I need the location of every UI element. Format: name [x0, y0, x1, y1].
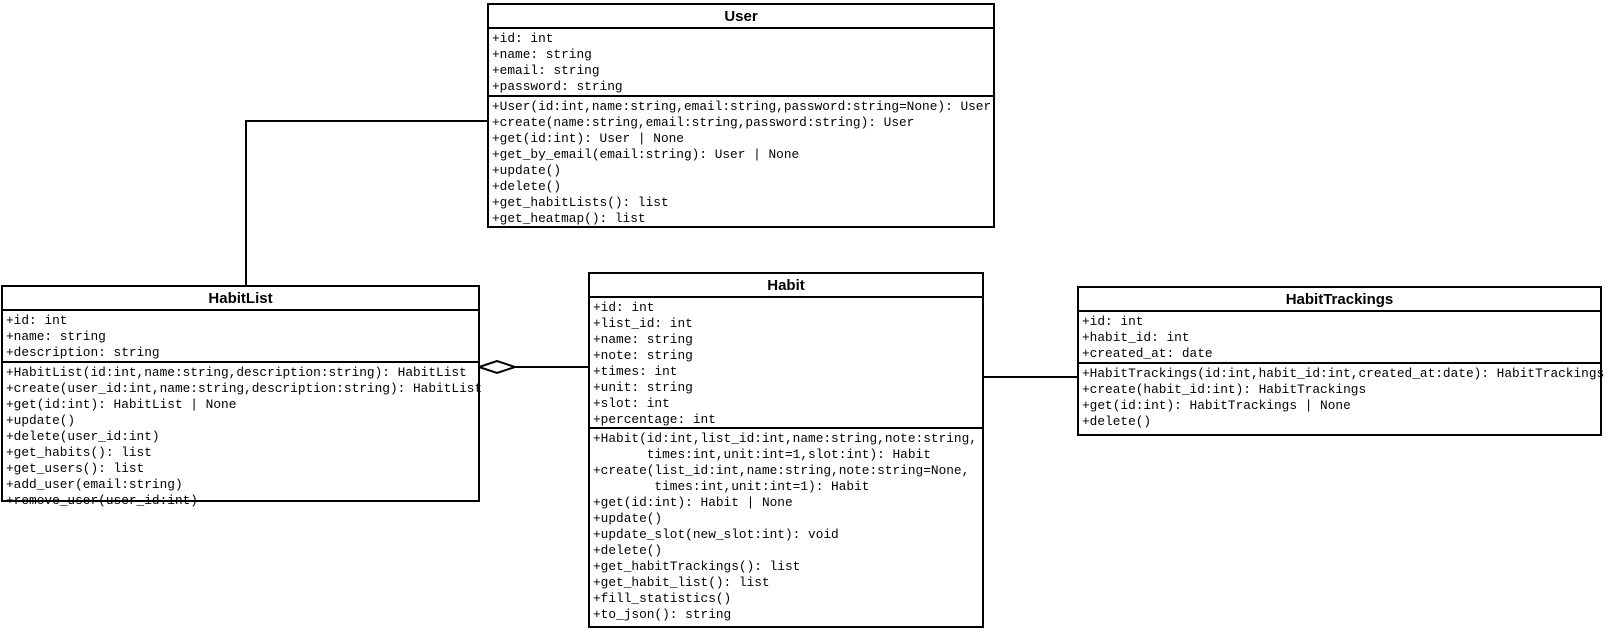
member-line: +name: string: [492, 47, 592, 62]
member-line: +id: int: [593, 300, 655, 315]
class-habittrackings-attributes: +id: int+habit_id: int+created_at: date: [1079, 312, 1600, 364]
member-line: +id: int: [1082, 314, 1144, 329]
member-line: +password: string: [492, 79, 623, 94]
class-habittrackings[interactable]: HabitTrackings +id: int+habit_id: int+cr…: [1077, 286, 1605, 436]
member-line: +times: int: [593, 364, 678, 379]
member-line: +name: string: [593, 332, 693, 347]
member-line: +id: int: [492, 31, 554, 46]
member-line: +delete(): [1082, 414, 1152, 429]
member-line: +description: string: [6, 345, 160, 360]
aggregation-diamond-icon: [478, 360, 516, 375]
member-line: +delete(user_id:int): [6, 429, 160, 444]
member-line: +add_user(email:string): [6, 477, 183, 492]
class-habit-methods: +Habit(id:int,list_id:int,name:string,no…: [590, 429, 982, 626]
edge-habitlist-habit: [512, 366, 590, 368]
class-habittrackings-methods: +HabitTrackings(id:int,habit_id:int,crea…: [1079, 364, 1605, 434]
member-line: +update(): [593, 511, 663, 526]
class-habitlist-methods: +HabitList(id:int,name:string,descriptio…: [3, 363, 483, 509]
edge-user-habitlist-horizontal: [245, 120, 489, 122]
member-line: +get(id:int): HabitList | None: [6, 397, 237, 412]
member-line: +Habit(id:int,list_id:int,name:string,no…: [593, 431, 977, 446]
class-user-attributes: +id: int+name: string+email: string+pass…: [489, 29, 993, 97]
member-line: +email: string: [492, 63, 600, 78]
member-line: +get(id:int): HabitTrackings | None: [1082, 398, 1351, 413]
member-line: +get_habitLists(): list: [492, 195, 669, 210]
member-line: +to_json(): string: [593, 607, 732, 622]
member-line: +get_heatmap(): list: [492, 211, 646, 226]
class-habit-attributes: +id: int+list_id: int+name: string+note:…: [590, 298, 982, 429]
member-line: times:int,unit:int=1): Habit: [593, 479, 870, 494]
member-line: +delete(): [492, 179, 562, 194]
class-user[interactable]: User +id: int+name: string+email: string…: [487, 3, 995, 228]
member-line: +create(habit_id:int): HabitTrackings: [1082, 382, 1367, 397]
member-line: +id: int: [6, 313, 68, 328]
member-line: +get_habits(): list: [6, 445, 152, 460]
class-habitlist-attributes: +id: int+name: string+description: strin…: [3, 311, 478, 363]
member-line: +remove_user(user_id:int): [6, 493, 198, 508]
member-line: +HabitTrackings(id:int,habit_id:int,crea…: [1082, 366, 1605, 381]
class-habittrackings-title: HabitTrackings: [1079, 288, 1600, 312]
member-line: +get_by_email(email:string): User | None: [492, 147, 800, 162]
member-line: +create(name:string,email:string,passwor…: [492, 115, 915, 130]
member-line: +name: string: [6, 329, 106, 344]
member-line: +fill_statistics(): [593, 591, 732, 606]
member-line: +slot: int: [593, 396, 670, 411]
member-line: +habit_id: int: [1082, 330, 1190, 345]
member-line: +unit: string: [593, 380, 693, 395]
member-line: +get(id:int): Habit | None: [593, 495, 793, 510]
member-line: +get(id:int): User | None: [492, 131, 684, 146]
member-line: +update(): [6, 413, 76, 428]
member-line: times:int,unit:int=1,slot:int): Habit: [593, 447, 931, 462]
class-user-title: User: [489, 5, 993, 29]
member-line: +list_id: int: [593, 316, 693, 331]
edge-habit-habittrackings: [982, 376, 1079, 378]
member-line: +get_habit_list(): list: [593, 575, 770, 590]
member-line: +update(): [492, 163, 562, 178]
class-user-methods: +User(id:int,name:string,email:string,pa…: [489, 97, 993, 227]
member-line: +HabitList(id:int,name:string,descriptio…: [6, 365, 467, 380]
edge-user-habitlist-vertical: [245, 120, 247, 287]
member-line: +created_at: date: [1082, 346, 1213, 361]
member-line: +delete(): [593, 543, 663, 558]
member-line: +get_habitTrackings(): list: [593, 559, 801, 574]
member-line: +User(id:int,name:string,email:string,pa…: [492, 99, 992, 114]
member-line: +create(user_id:int,name:string,descript…: [6, 381, 483, 396]
member-line: +percentage: int: [593, 412, 716, 427]
class-habit[interactable]: Habit +id: int+list_id: int+name: string…: [588, 272, 984, 628]
member-line: +note: string: [593, 348, 693, 363]
class-habit-title: Habit: [590, 274, 982, 298]
member-line: +create(list_id:int,name:string,note:str…: [593, 463, 970, 478]
member-line: +update_slot(new_slot:int): void: [593, 527, 839, 542]
member-line: +get_users(): list: [6, 461, 145, 476]
class-habitlist[interactable]: HabitList +id: int+name: string+descript…: [1, 285, 482, 508]
class-habitlist-title: HabitList: [3, 287, 478, 311]
